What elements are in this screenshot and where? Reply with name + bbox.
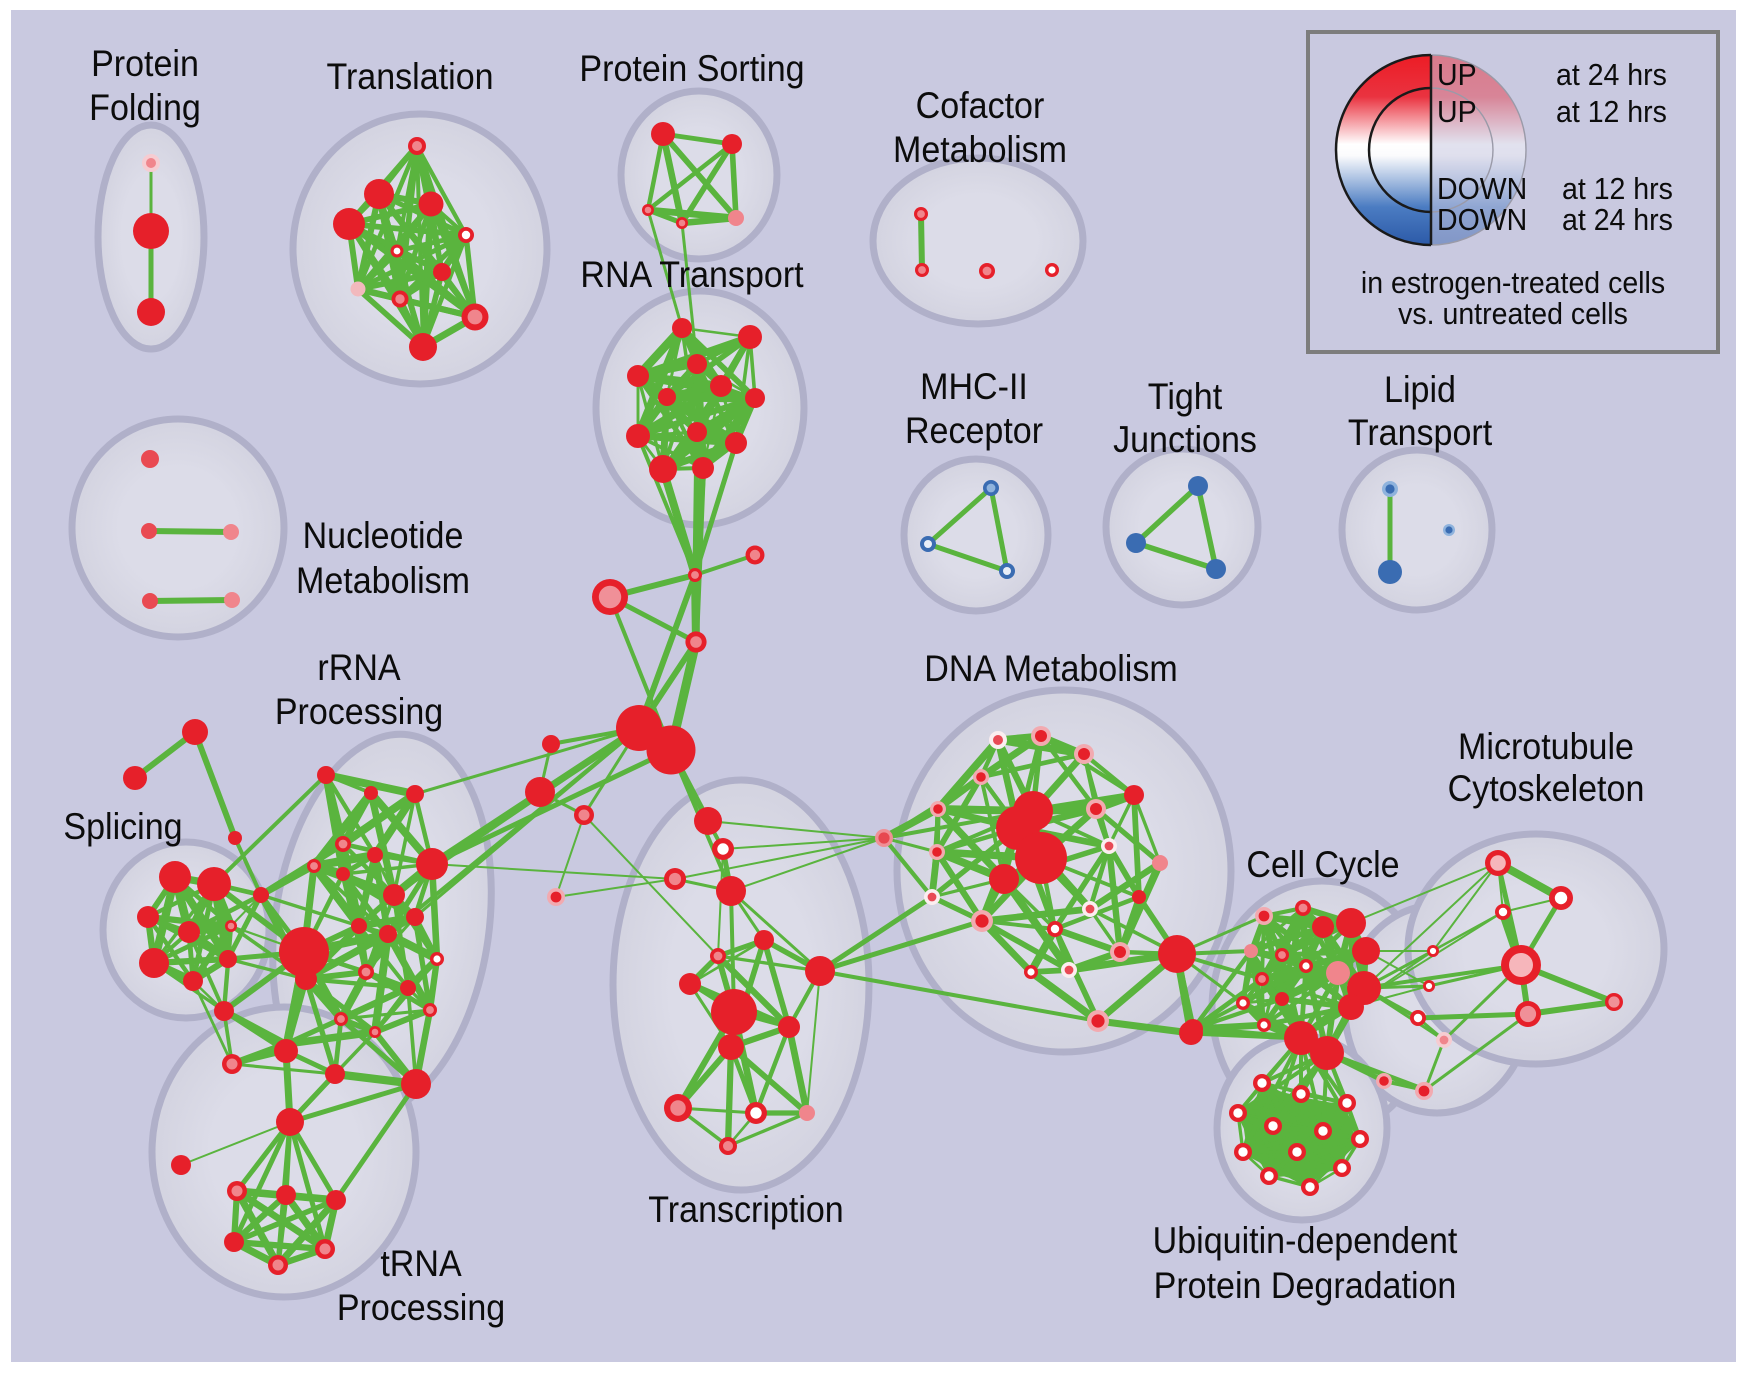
svg-text:rRNA: rRNA <box>317 647 400 689</box>
svg-text:Nucleotide: Nucleotide <box>303 515 464 557</box>
svg-text:Tight: Tight <box>1148 376 1223 418</box>
svg-text:Lipid: Lipid <box>1384 369 1456 411</box>
svg-text:Receptor: Receptor <box>905 410 1043 452</box>
svg-text:RNA Transport: RNA Transport <box>580 254 803 296</box>
svg-text:Junctions: Junctions <box>1113 419 1257 461</box>
svg-text:Cell Cycle: Cell Cycle <box>1246 844 1399 886</box>
svg-text:Microtubule: Microtubule <box>1458 726 1634 768</box>
svg-text:Ubiquitin-dependent: Ubiquitin-dependent <box>1153 1220 1458 1262</box>
svg-text:at 12 hrs: at 12 hrs <box>1562 172 1673 206</box>
svg-text:DOWN: DOWN <box>1437 172 1527 206</box>
svg-text:Metabolism: Metabolism <box>296 560 470 602</box>
svg-text:Cofactor: Cofactor <box>916 85 1045 127</box>
svg-text:Protein Degradation: Protein Degradation <box>1154 1265 1457 1307</box>
svg-text:Protein: Protein <box>91 43 199 85</box>
svg-text:in estrogen-treated cells: in estrogen-treated cells <box>1361 266 1665 300</box>
svg-text:Cytoskeleton: Cytoskeleton <box>1448 768 1645 810</box>
svg-text:at 24 hrs: at 24 hrs <box>1562 203 1673 237</box>
svg-text:tRNA: tRNA <box>380 1243 462 1285</box>
svg-text:at 12 hrs: at 12 hrs <box>1556 95 1667 129</box>
svg-text:Protein Sorting: Protein Sorting <box>579 48 804 90</box>
svg-text:Folding: Folding <box>89 87 201 129</box>
svg-text:DNA Metabolism: DNA Metabolism <box>924 648 1177 690</box>
svg-text:Translation: Translation <box>326 56 493 98</box>
svg-text:UP: UP <box>1437 58 1477 92</box>
svg-text:UP: UP <box>1437 95 1477 129</box>
svg-text:Processing: Processing <box>275 691 443 733</box>
svg-text:Metabolism: Metabolism <box>893 129 1067 171</box>
svg-text:MHC-II: MHC-II <box>920 366 1028 408</box>
svg-text:Processing: Processing <box>337 1287 505 1329</box>
svg-text:DOWN: DOWN <box>1437 203 1527 237</box>
svg-text:Transcription: Transcription <box>648 1189 843 1231</box>
svg-text:at 24 hrs: at 24 hrs <box>1556 58 1667 92</box>
svg-text:Splicing: Splicing <box>63 806 182 848</box>
svg-text:Transport: Transport <box>1348 412 1493 454</box>
svg-text:vs. untreated cells: vs. untreated cells <box>1398 297 1628 331</box>
